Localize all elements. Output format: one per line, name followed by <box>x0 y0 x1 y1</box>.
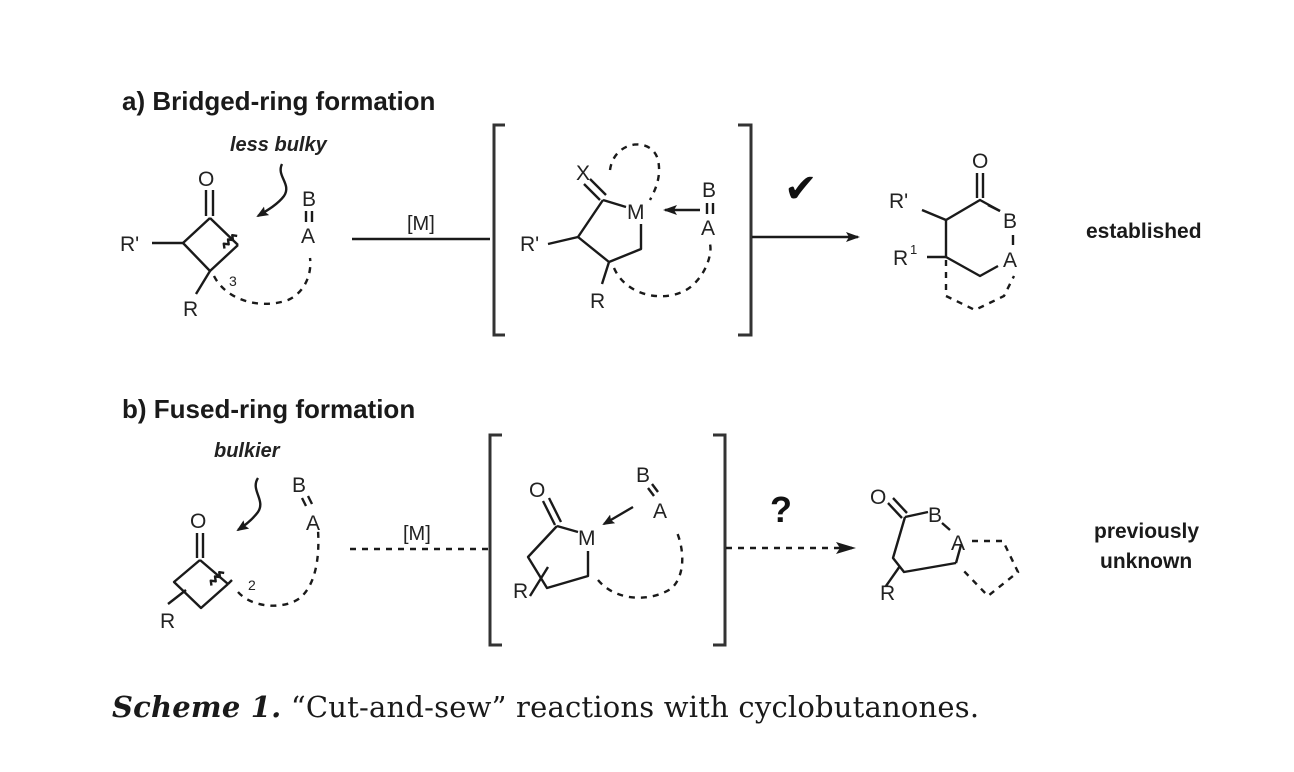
atom-O: O <box>190 510 206 533</box>
atom-R: R <box>590 290 605 313</box>
intermediate-b: O M R B A <box>513 464 684 603</box>
atom-A: A <box>653 500 667 523</box>
question-mark-icon: ? <box>770 489 792 530</box>
atom-R1-superscript: 1 <box>910 242 917 257</box>
atom-B: B <box>1003 210 1017 233</box>
panel-a-heading: a) Bridged-ring formation <box>122 86 435 116</box>
atom-M: M <box>627 201 645 224</box>
bracket-right <box>713 433 727 647</box>
atom-R-prime: R' <box>520 233 539 256</box>
panel-b: b) Fused-ring formation bulkier O R 2 B … <box>122 394 1199 647</box>
scheme-caption: Scheme 1. “Cut-and-sew” reactions with c… <box>112 690 979 724</box>
status-previously: previously <box>1094 520 1199 543</box>
bracket-right <box>738 123 753 337</box>
atom-A: A <box>951 532 965 555</box>
atom-R1: R <box>893 247 908 270</box>
atom-O: O <box>198 168 214 191</box>
atom-R-prime: R' <box>120 233 139 256</box>
atom-B: B <box>292 474 306 497</box>
panel-a-note: less bulky <box>230 134 328 156</box>
atom-R: R <box>513 580 528 603</box>
panel-b-note: bulkier <box>214 440 281 462</box>
reagent-label: [M] <box>403 523 431 545</box>
panel-a: a) Bridged-ring formation less bulky O R… <box>120 86 1202 337</box>
atom-A: A <box>301 225 315 248</box>
curly-arrow-icon <box>256 163 288 218</box>
status-unknown: unknown <box>1100 550 1192 573</box>
caption-label: Scheme 1. <box>112 690 282 724</box>
checkmark-icon: ✔ <box>784 166 818 212</box>
bracket-left <box>488 433 502 647</box>
caption-text: “Cut-and-sew” reactions with cyclobutano… <box>290 690 980 724</box>
arrowhead-icon <box>836 542 856 554</box>
atom-A: A <box>306 512 320 535</box>
atom-O: O <box>529 479 545 502</box>
atom-A: A <box>1003 249 1017 272</box>
atom-A: A <box>701 217 715 240</box>
product-a: O R' B A R 1 <box>889 150 1017 312</box>
atom-M: M <box>578 527 596 550</box>
ring-index: 3 <box>229 273 237 289</box>
atom-B: B <box>302 188 316 211</box>
atom-R: R <box>160 610 175 633</box>
intermediate-a: X M R' R B A <box>520 143 716 313</box>
panel-b-heading: b) Fused-ring formation <box>122 394 415 424</box>
atom-O: O <box>972 150 988 173</box>
substrate-b: O R 2 B A <box>160 474 320 633</box>
atom-X: X <box>576 162 590 185</box>
reagent-label: [M] <box>407 213 435 235</box>
curly-arrow-icon <box>236 477 262 532</box>
atom-B: B <box>636 464 650 487</box>
product-b: O B A R <box>870 486 1020 605</box>
substrate-a: O R' R 3 B A <box>120 168 316 321</box>
atom-B: B <box>928 504 942 527</box>
ring-index: 2 <box>248 577 256 593</box>
atom-R-prime: R' <box>889 190 908 213</box>
status-established: established <box>1086 220 1202 243</box>
atom-R: R <box>183 298 198 321</box>
atom-R: R <box>880 582 895 605</box>
atom-B: B <box>702 179 716 202</box>
bracket-left <box>492 123 505 337</box>
atom-O: O <box>870 486 886 509</box>
